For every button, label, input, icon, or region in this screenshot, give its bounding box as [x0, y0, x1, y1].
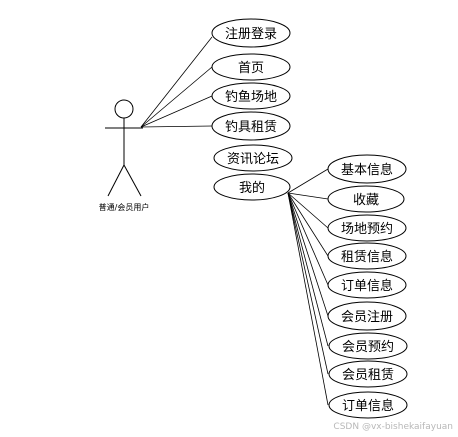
use-case-label: 注册登录: [225, 27, 277, 42]
use-case-basic-info[interactable]: 基本信息: [327, 154, 407, 184]
use-case-member-register[interactable]: 会员注册: [327, 301, 407, 331]
use-case-mine[interactable]: 我的: [213, 173, 291, 201]
mine-to-member-rental: [287, 192, 329, 375]
use-case-label: 场地预约: [341, 222, 393, 237]
mine-to-rental-info: [287, 192, 329, 257]
mine-to-basic-info: [287, 168, 329, 194]
actor-head: [114, 99, 134, 119]
assoc-register-login: [140, 36, 213, 128]
use-case-label: 钓鱼场地: [225, 89, 277, 105]
use-case-label: 订单信息: [342, 398, 394, 414]
use-case-label: 租赁信息: [341, 249, 393, 265]
use-case-rental-info[interactable]: 租赁信息: [327, 242, 407, 270]
use-case-label: 收藏: [353, 193, 379, 208]
use-case-venue-booking[interactable]: 场地预约: [327, 214, 407, 242]
use-case-label: 钓具租赁: [225, 120, 277, 135]
actor-figure: [105, 99, 143, 197]
use-case-fishing-spot[interactable]: 钓鱼场地: [211, 82, 291, 110]
use-case-member-booking[interactable]: 会员预约: [328, 332, 408, 360]
mine-to-member-booking: [287, 192, 329, 347]
use-case-home[interactable]: 首页: [211, 53, 291, 81]
use-case-label: 资讯论坛: [227, 152, 279, 167]
actor-associations: [140, 36, 213, 128]
use-case-label: 订单信息: [341, 278, 393, 294]
use-case-label: 会员注册: [341, 310, 393, 325]
assoc-gear-rental: [140, 125, 213, 128]
actor-left-leg: [107, 164, 125, 197]
use-case-news-forum[interactable]: 资讯论坛: [213, 144, 293, 172]
assoc-fishing-spot: [140, 95, 213, 128]
mine-to-favorites: [287, 192, 329, 200]
mine-to-order-info-2: [287, 192, 329, 406]
use-case-order-info-2[interactable]: 订单信息: [328, 391, 408, 419]
actor-label: 普通/会员用户: [99, 202, 150, 212]
use-case-favorites[interactable]: 收藏: [327, 185, 405, 213]
use-case-register-login[interactable]: 注册登录: [211, 18, 291, 48]
actor-right-leg: [123, 164, 142, 197]
use-case-label: 基本信息: [341, 162, 393, 178]
use-case-member-rental[interactable]: 会员租赁: [328, 360, 408, 388]
use-case-label: 我的: [239, 180, 265, 196]
mine-to-order-info: [287, 192, 329, 286]
mine-associations: [287, 168, 329, 406]
use-case-gear-rental[interactable]: 钓具租赁: [211, 111, 291, 141]
use-case-order-info[interactable]: 订单信息: [327, 271, 407, 299]
watermark: CSDN @vx-bishekaifayuan: [333, 422, 453, 432]
use-case-label: 首页: [238, 61, 264, 76]
use-case-label: 会员租赁: [342, 368, 394, 383]
use-case-label: 会员预约: [342, 340, 394, 355]
mine-to-venue-booking: [287, 192, 329, 229]
mine-to-member-register: [287, 192, 329, 317]
assoc-home: [140, 66, 213, 128]
